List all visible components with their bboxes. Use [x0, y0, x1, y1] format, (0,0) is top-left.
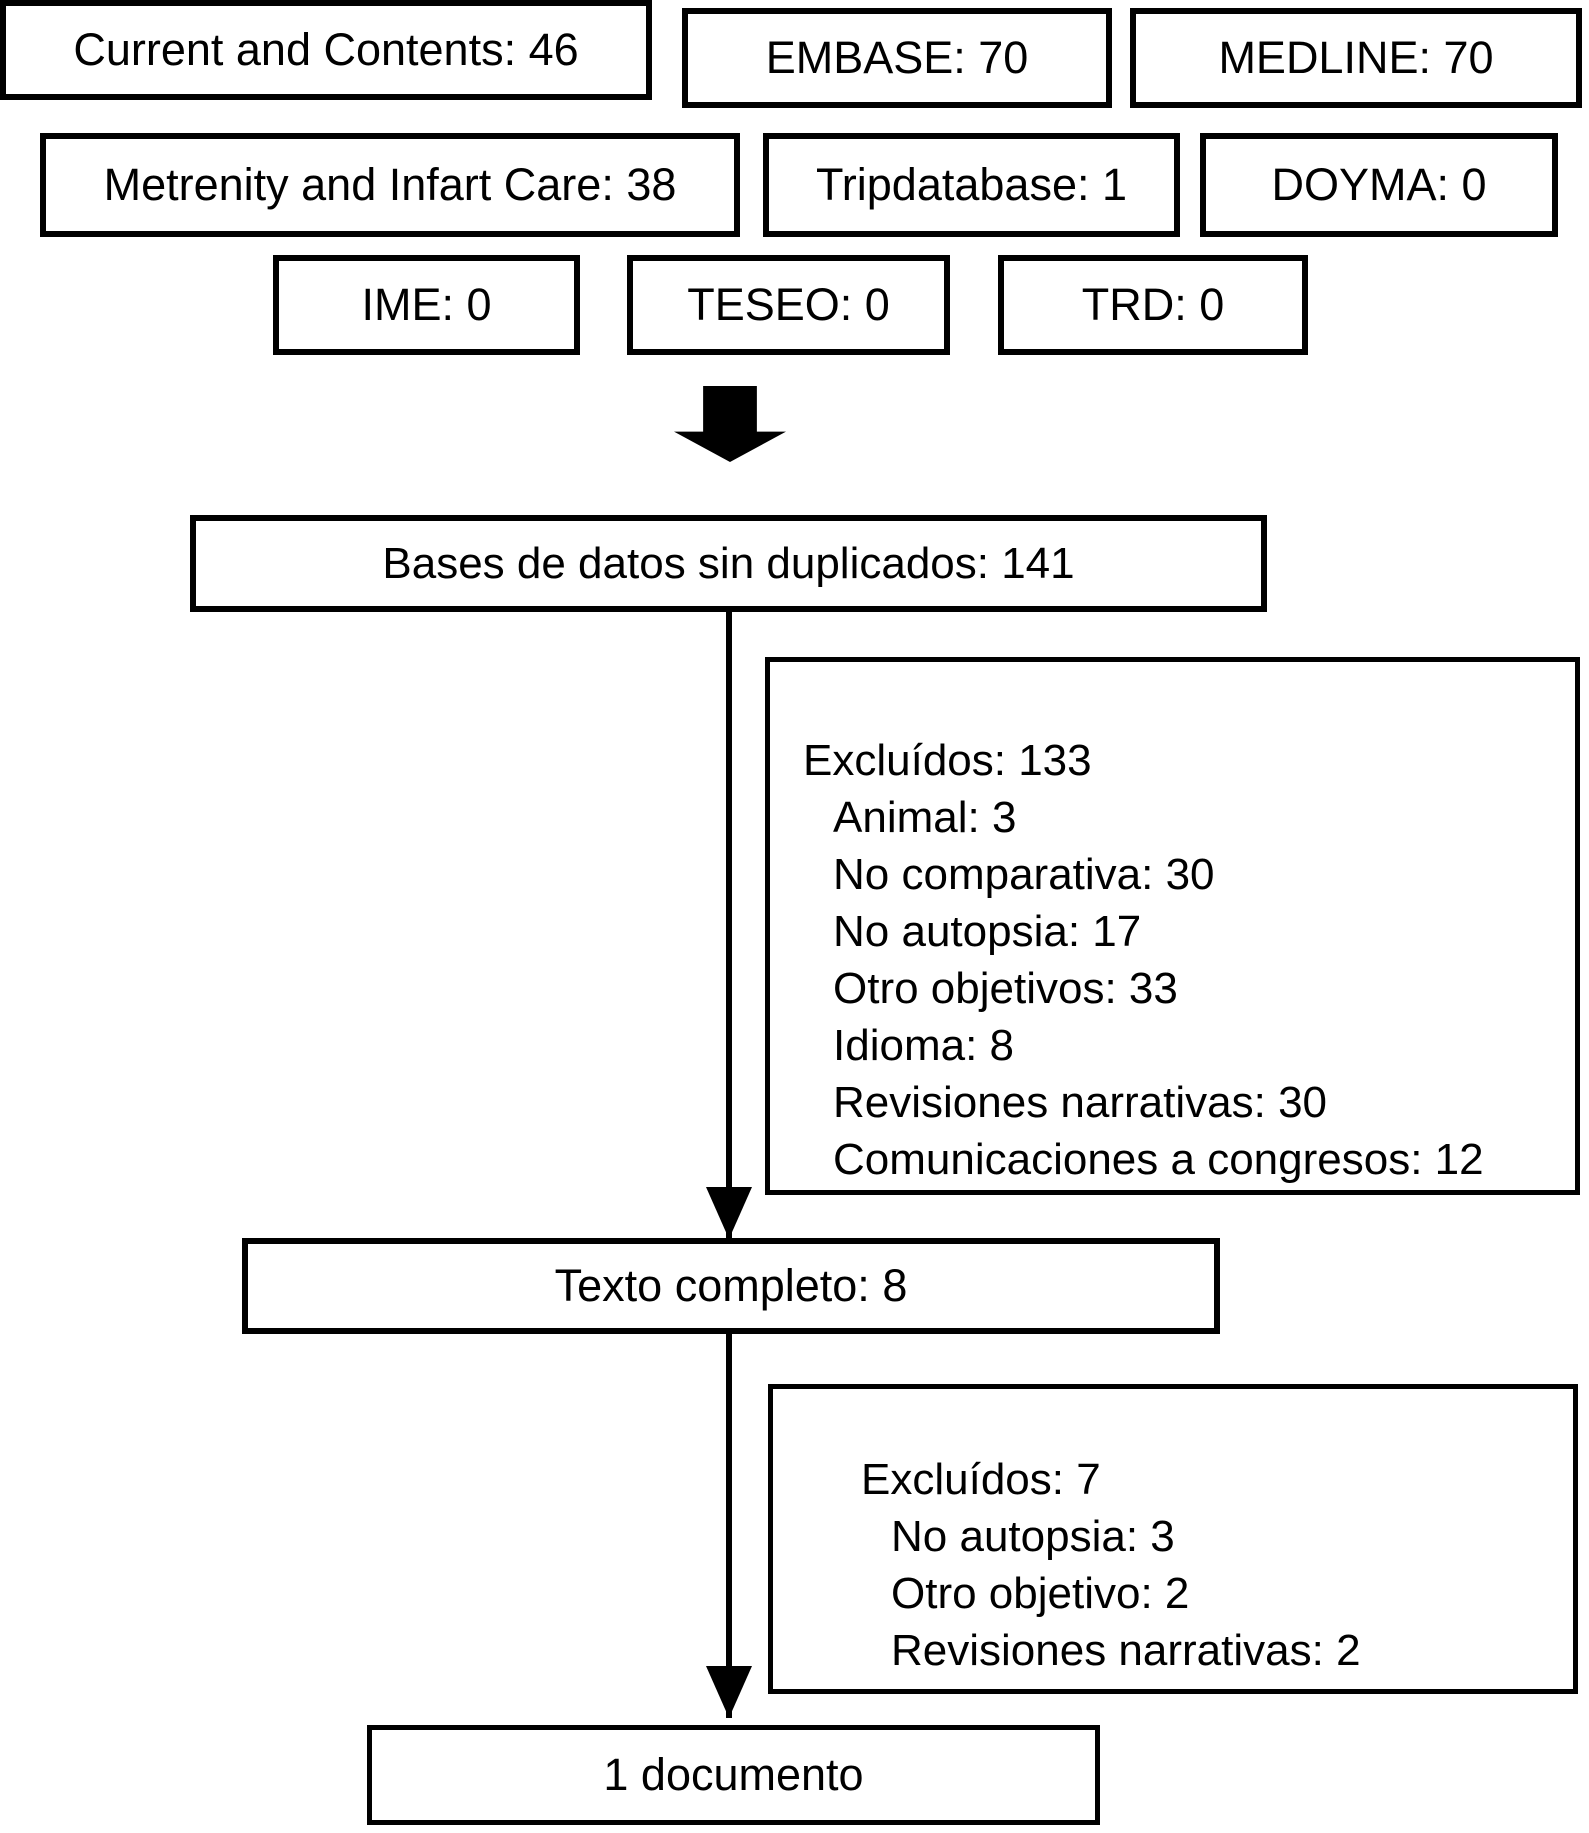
excluded-1-item: Comunicaciones a congresos: 12: [833, 1135, 1484, 1184]
excluded-2-item: Revisiones narrativas: 2: [891, 1626, 1361, 1675]
source-box-doyma: DOYMA: 0: [1200, 133, 1558, 237]
source-box-tripdatabase: Tripdatabase: 1: [763, 133, 1180, 237]
source-box-embase: EMBASE: 70: [682, 8, 1112, 108]
source-box-maternity-infant-care: Metrenity and Infart Care: 38: [40, 133, 740, 237]
source-box-trd: TRD: 0: [998, 255, 1308, 355]
excluded-1-item: No autopsia: 17: [833, 907, 1142, 956]
excluded-box-2: Excluídos: 7 No autopsia: 3 Otro objetiv…: [768, 1384, 1578, 1694]
final-document-box: 1 documento: [367, 1725, 1100, 1825]
connector-line-2: [726, 1334, 732, 1718]
excluded-2-items: No autopsia: 3 Otro objetivo: 2 Revision…: [861, 1508, 1563, 1679]
connector-line-1: [726, 612, 732, 1238]
excluded-1-title: Excluídos: 133: [803, 736, 1092, 785]
down-block-arrow-icon: [674, 386, 786, 462]
excluded-2-item: Otro objetivo: 2: [891, 1569, 1190, 1618]
source-box-current-contents: Current and Contents: 46: [0, 0, 652, 100]
fulltext-box: Texto completo: 8: [242, 1238, 1220, 1334]
excluded-1-item: Animal: 3: [833, 793, 1017, 842]
excluded-box-1: Excluídos: 133 Animal: 3 No comparativa:…: [765, 657, 1580, 1195]
dedup-box: Bases de datos sin duplicados: 141: [190, 515, 1267, 612]
source-box-teseo: TESEO: 0: [627, 255, 950, 355]
excluded-1-items: Animal: 3 No comparativa: 30 No autopsia…: [803, 789, 1565, 1188]
excluded-1-item: Revisiones narrativas: 30: [833, 1078, 1328, 1127]
excluded-1-item: Otro objetivos: 33: [833, 964, 1178, 1013]
excluded-1-item: Idioma: 8: [833, 1021, 1014, 1070]
excluded-2-item: No autopsia: 3: [891, 1512, 1175, 1561]
down-arrowhead-icon-2: [706, 1666, 752, 1718]
source-box-ime: IME: 0: [273, 255, 580, 355]
excluded-1-item: No comparativa: 30: [833, 850, 1215, 899]
down-arrowhead-icon-1: [706, 1187, 752, 1239]
excluded-2-title: Excluídos: 7: [861, 1455, 1101, 1504]
source-box-medline: MEDLINE: 70: [1130, 8, 1582, 108]
